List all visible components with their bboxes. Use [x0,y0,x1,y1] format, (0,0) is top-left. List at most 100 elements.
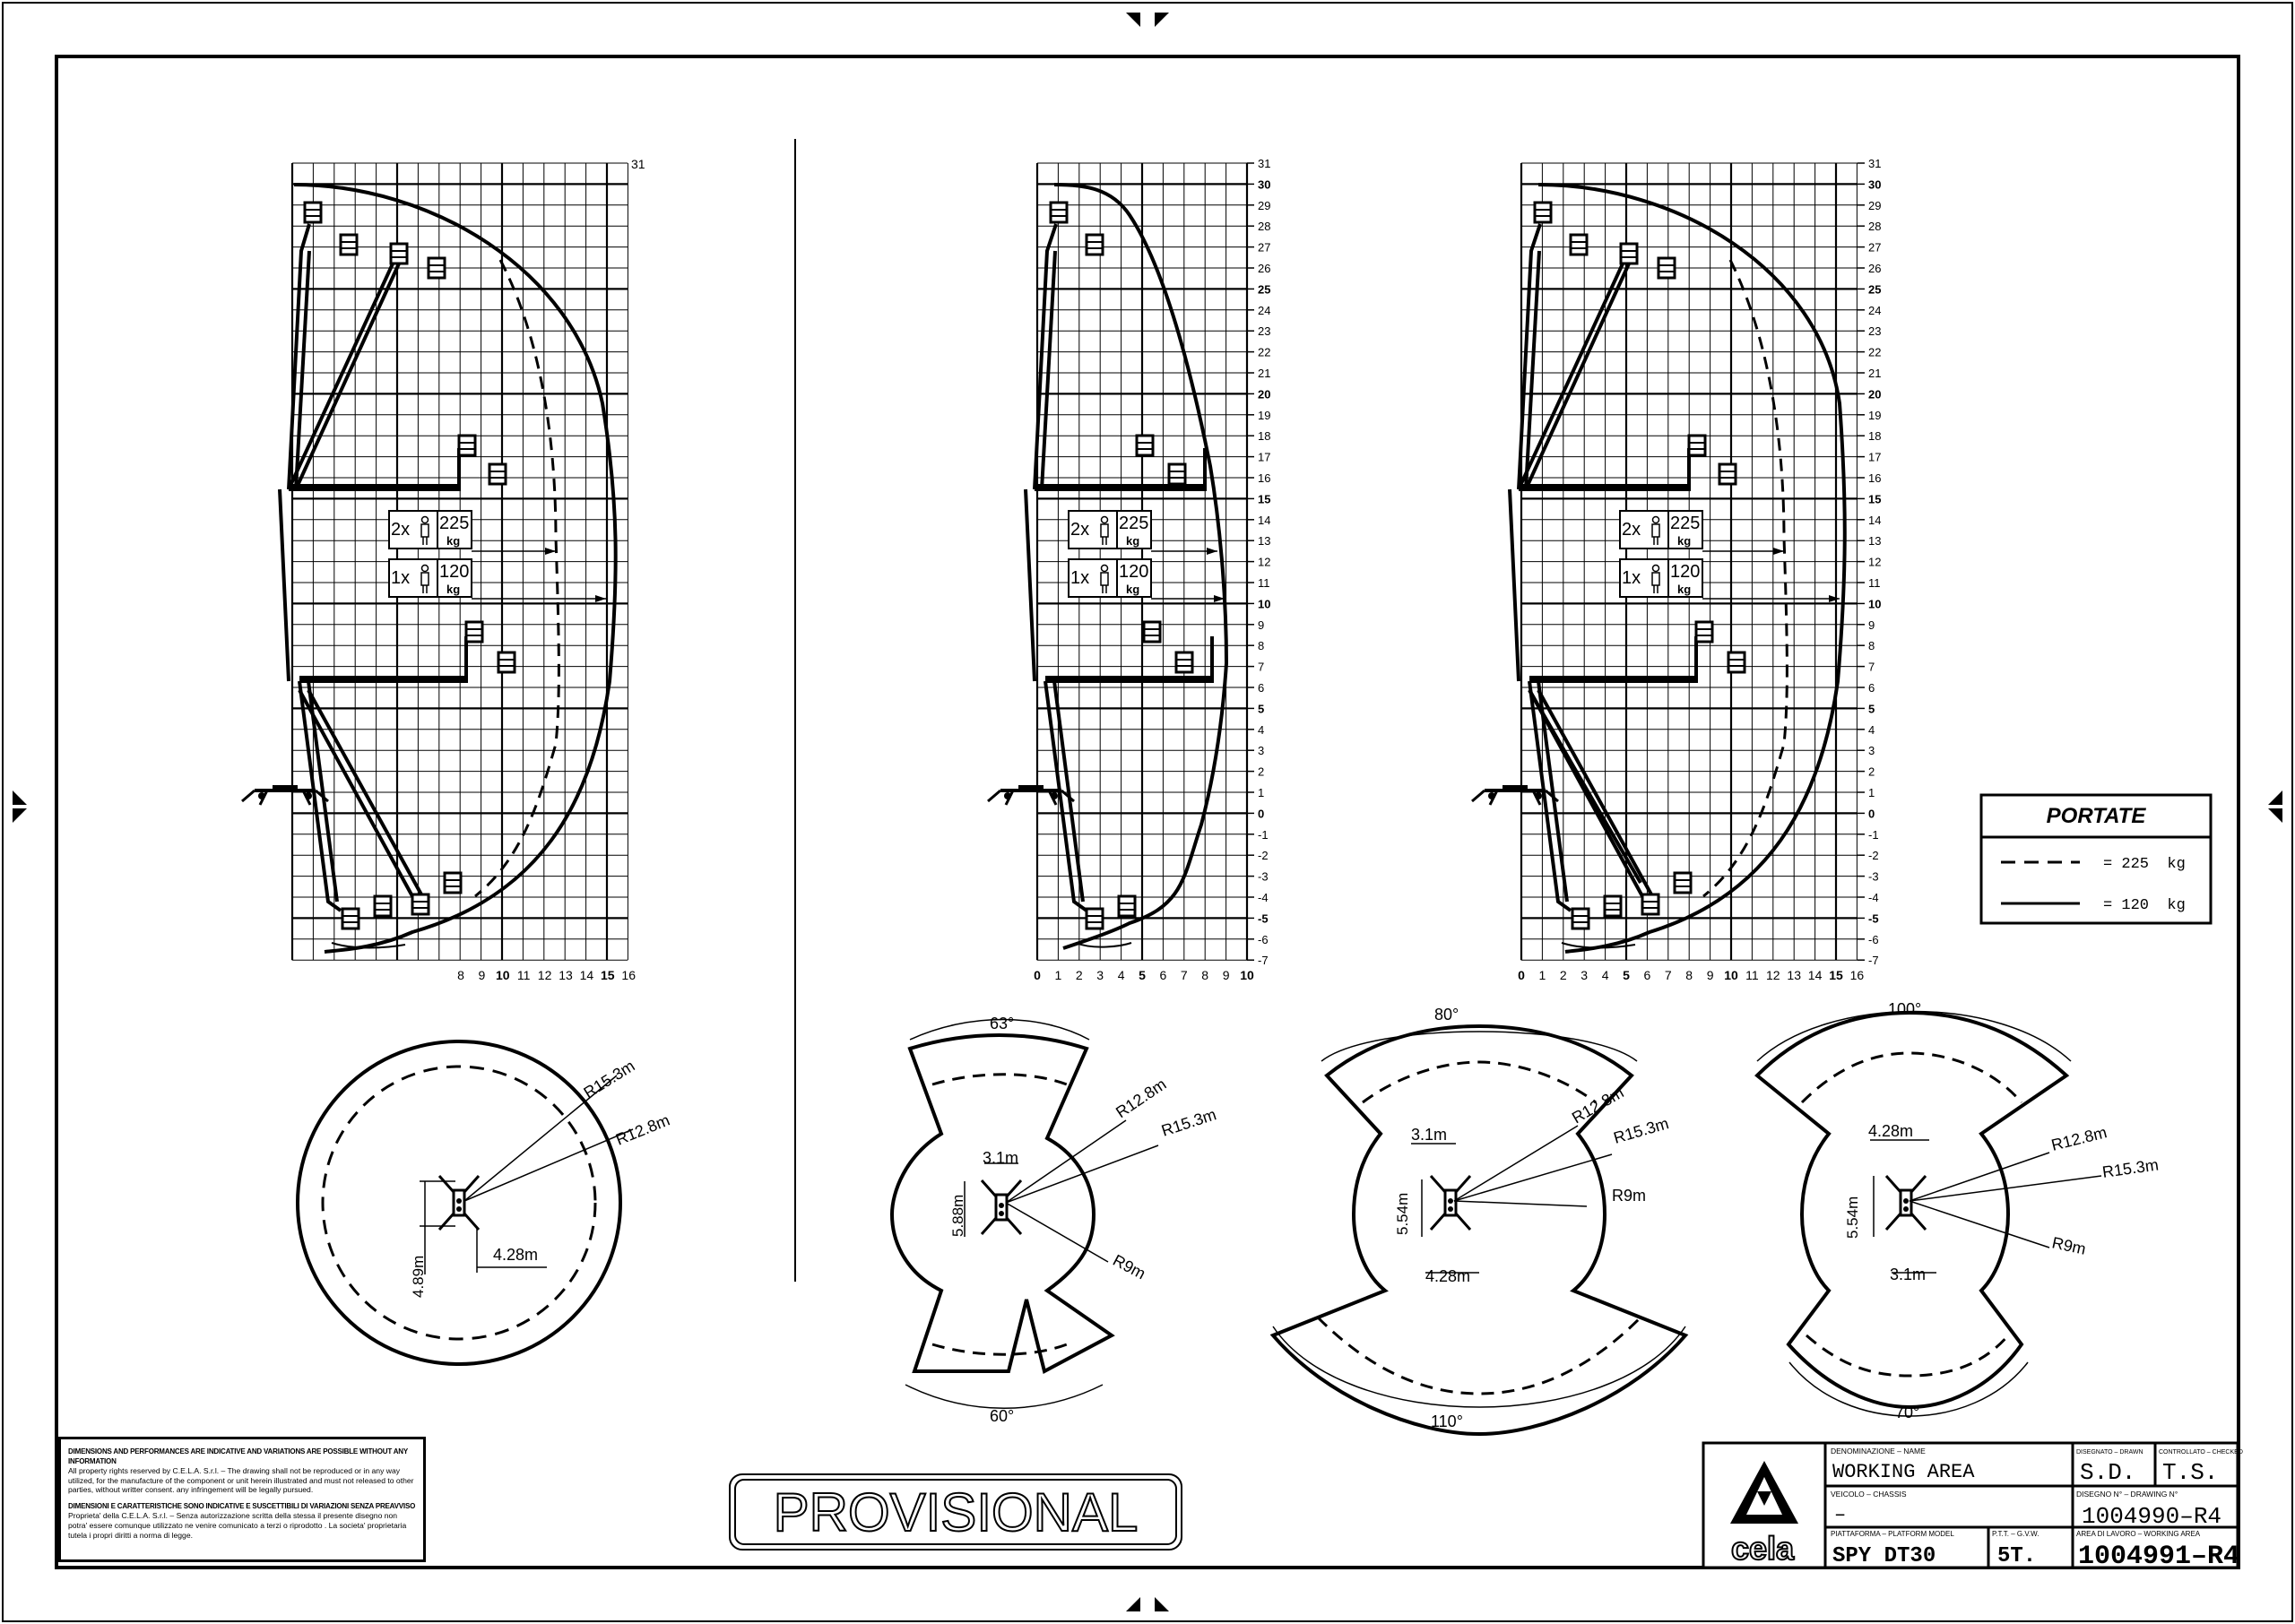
angle-bottom-label: 70° [1895,1404,1919,1421]
x-tick-label: 13 [559,968,573,982]
model-label: PIATTAFORMA – PLATFORM MODEL [1831,1530,1954,1538]
provisional-stamp: PROVISIONAL [729,1473,1182,1551]
load-count: 1x [1622,568,1641,588]
y-tick-label: 30 [1258,177,1270,191]
checked-value: T.S. [2162,1459,2218,1486]
boom-positions [278,223,468,912]
y-tick-label: 2 [1258,765,1264,779]
load-count: 1x [1070,568,1089,588]
y-tick-label: 18 [1868,429,1881,443]
y-tick-label: 5 [1258,702,1264,715]
y-tick-label: 30 [1868,177,1881,191]
y-tick-label: 19 [1868,409,1881,422]
dim-bottom-label: 4.28m [1425,1267,1470,1285]
y-tick-label: -7 [1868,954,1879,967]
y-tick-label: -7 [1258,954,1269,967]
y-tick-label: 31 [1258,157,1270,170]
envelope-225kg [1702,259,1788,898]
inner-border [55,55,2240,1569]
envelope-120kg [293,183,618,954]
disclaimer-en-body: All property rights reserved by C.E.L.A.… [68,1466,414,1495]
load-unit: kg [1677,583,1691,596]
y-tick-label: 29 [1258,199,1270,212]
y-tick-label: 20 [1868,387,1881,401]
y-tick-label: -6 [1258,933,1269,946]
elevation-chart-3: 3130292827262524232221201918171615141312… [1470,157,1881,982]
x-tick-label: 0 [1518,968,1525,982]
load-value: 120 [439,562,469,582]
x-tick-label: 6 [1644,968,1651,982]
y-tick-label: 5 [1868,702,1875,715]
y-tick-label: 11 [1258,576,1270,590]
y-tick-label: -3 [1868,870,1879,884]
load-unit: kg [446,534,460,548]
y-tick-label: 4 [1868,723,1875,737]
y-tick-label: 20 [1258,387,1270,401]
plan-view-full: R15.3m R12.8m 4.89m 4.28m [296,1040,672,1366]
x-tick-label: 12 [538,968,552,982]
r3-label: R9m [1110,1251,1148,1283]
dim-bottom-label: 3.1m [1890,1266,1926,1283]
y-tick-label: 9 [1258,618,1264,632]
y-tick-label: 15 [1258,492,1270,505]
load-value: 225 [1670,514,1700,533]
y-tick-label: 6 [1868,681,1875,695]
person-icon [1100,564,1109,593]
x-tick-label: 3 [1096,968,1104,982]
x-tick-label: 8 [457,968,464,982]
plan-view-1: 63° 60° R12.8m R15.3m R9m 3.1m 5.88m [889,1015,1218,1425]
y-tick-label: 3 [1868,744,1875,757]
r2-label: R15.3m [1159,1105,1218,1139]
y-tick-label: 11 [1868,576,1881,590]
dim-horizontal-label: 4.28m [493,1246,538,1264]
angle-top-label: 100° [1888,1000,1921,1018]
boom-positions [1024,223,1214,912]
dim-vertical-label: 4.89m [410,1256,427,1298]
y-tick-label: 14 [1868,514,1881,527]
y-tick-label: 16 [1868,471,1881,485]
y-tick-label: 7 [1868,661,1875,674]
y-tick-label: -2 [1258,849,1269,862]
legend-solid-label: = 120 kg [2103,897,2186,914]
envelope-120kg [1537,183,1847,954]
y-tick-label: -2 [1868,849,1879,862]
y-tick-label: 25 [1258,282,1270,296]
title-block: cela DENOMINAZIONE – NAME WORKING AREA D… [1702,1441,2243,1572]
y-tick-label: 9 [1868,618,1875,632]
arrowhead [1829,595,1840,602]
y-tick-label: 28 [1258,220,1270,233]
y-tick-label: 24 [1868,304,1881,317]
x-tick-label: 10 [1724,968,1738,982]
x-tick-label: 15 [601,968,615,982]
y-tick-label: 3 [1258,744,1264,757]
drawn-value: S.D. [2080,1459,2135,1486]
envelope-225kg [474,259,560,898]
top-label-left: 31 [631,157,645,171]
person-icon [420,515,429,545]
angle-bottom-label: 60° [990,1407,1014,1425]
dim-vertical-label: 5.54m [1394,1193,1411,1235]
x-tick-label: 7 [1665,968,1672,982]
name-label: DENOMINAZIONE – NAME [1831,1447,1926,1456]
dim-vertical-label: 5.54m [1844,1196,1861,1239]
x-tick-label: 11 [1745,968,1759,982]
angle-top-label: 63° [990,1015,1014,1032]
r2-label: R15.3m [1612,1114,1671,1147]
x-tick-label: 11 [517,968,531,982]
legend: PORTATE = 225 kg = 120 kg [1979,793,2213,925]
gvw-value: 5T. [1997,1544,2036,1568]
x-tick-label: 4 [1602,968,1609,982]
person-icon [1651,515,1660,545]
y-tick-label: 13 [1258,534,1270,548]
x-tick-label: 2 [1560,968,1567,982]
r1-label: R12.8m [1113,1075,1169,1121]
y-tick-label: 26 [1258,262,1270,275]
x-tick-label: 9 [479,968,486,982]
x-tick-label: 10 [496,968,510,982]
y-tick-label: 17 [1868,451,1881,464]
r2-label: R15.3m [2101,1155,2160,1181]
centering-marks [13,13,2282,1611]
